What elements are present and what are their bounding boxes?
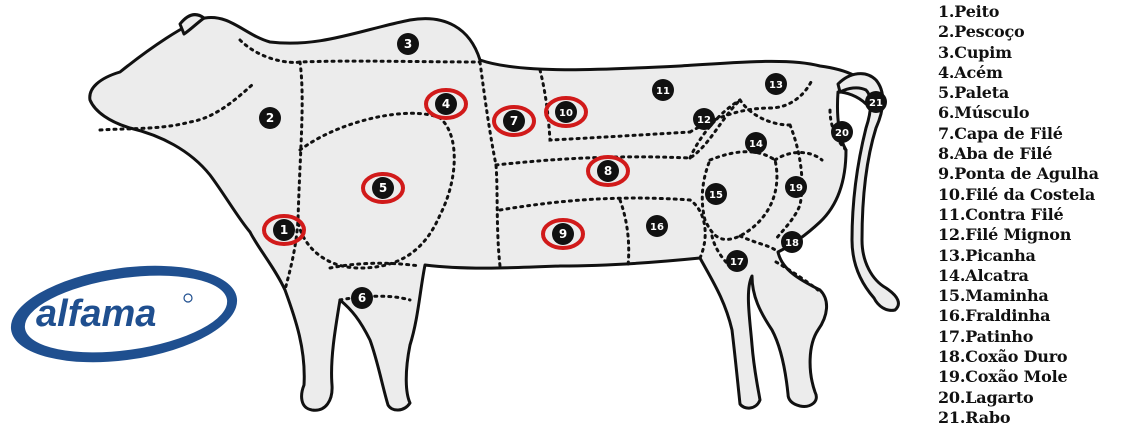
- cut-marker-number: 4: [442, 97, 450, 111]
- legend-item: 4.Acém: [938, 63, 1099, 83]
- cut-marker-number: 2: [266, 111, 274, 125]
- cut-marker-number: 21: [869, 98, 883, 109]
- cut-marker-number: 14: [749, 139, 763, 150]
- cut-marker-number: 10: [559, 108, 573, 119]
- legend-item: 15.Maminha: [938, 286, 1099, 306]
- cut-marker-number: 12: [697, 115, 711, 126]
- cut-marker-number: 7: [510, 114, 518, 128]
- legend-item: 7.Capa de Filé: [938, 124, 1099, 144]
- legend-item: 12.Filé Mignon: [938, 225, 1099, 245]
- cut-marker-number: 1: [280, 223, 288, 237]
- cut-marker-number: 15: [709, 190, 723, 201]
- cut-marker-number: 5: [379, 181, 387, 195]
- cut-marker-number: 13: [769, 80, 783, 91]
- cut-marker-number: 17: [730, 257, 744, 268]
- legend-item: 18.Coxão Duro: [938, 347, 1099, 367]
- cut-marker-number: 19: [789, 183, 803, 194]
- cut-marker-number: 8: [604, 164, 612, 178]
- legend-item: 13.Picanha: [938, 246, 1099, 266]
- legend-item: 6.Músculo: [938, 103, 1099, 123]
- legend-item: 16.Fraldinha: [938, 306, 1099, 326]
- alfama-logo: alfama: [5, 253, 244, 376]
- legend-item: 2.Pescoço: [938, 22, 1099, 42]
- cut-marker-number: 9: [559, 227, 567, 241]
- legend-item: 11.Contra Filé: [938, 205, 1099, 225]
- legend-item: 8.Aba de Filé: [938, 144, 1099, 164]
- legend-item: 20.Lagarto: [938, 388, 1099, 408]
- cut-marker-number: 3: [404, 37, 412, 51]
- cut-marker-number: 11: [656, 86, 670, 97]
- legend-item: 14.Alcatra: [938, 266, 1099, 286]
- legend-item: 17.Patinho: [938, 327, 1099, 347]
- cut-marker-number: 16: [650, 222, 664, 233]
- legend-item: 3.Cupim: [938, 43, 1099, 63]
- logo-wordmark: alfama: [36, 293, 156, 335]
- legend-item: 9.Ponta de Agulha: [938, 164, 1099, 184]
- cut-marker-number: 6: [358, 291, 366, 305]
- cut-marker-number: 18: [785, 238, 799, 249]
- legend-item: 19.Coxão Mole: [938, 367, 1099, 387]
- legend-item: 5.Paleta: [938, 83, 1099, 103]
- cut-marker-number: 20: [835, 128, 849, 139]
- legend-item: 1.Peito: [938, 2, 1099, 22]
- legend-item: 21.Rabo: [938, 408, 1099, 428]
- legend-item: 10.Filé da Costela: [938, 185, 1099, 205]
